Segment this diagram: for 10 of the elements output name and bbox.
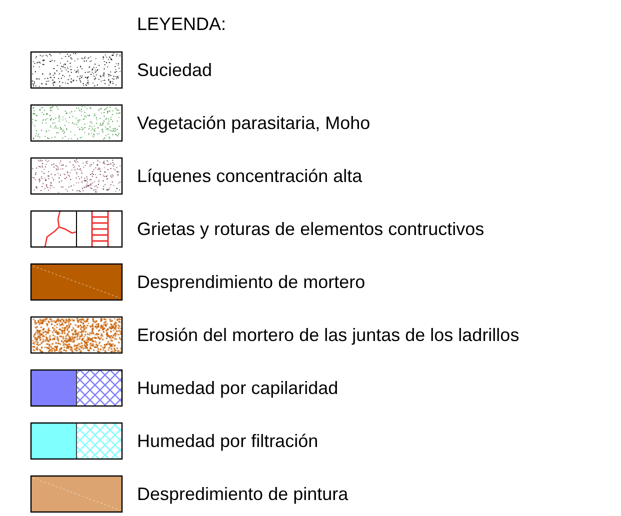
legend-label: Líquenes concentración alta (137, 165, 362, 187)
legend-label: Humedad por capilaridad (137, 377, 338, 399)
legend-label: Vegetación parasitaria, Moho (137, 112, 370, 134)
legend-label: Erosión del mortero de las juntas de los ladrillos (137, 324, 520, 346)
legend-label: Desprendimiento de mortero (137, 271, 366, 293)
legend-label: Grietas y roturas de elementos contructivos (137, 218, 484, 240)
legend-title: LEYENDA: (137, 13, 226, 35)
legend-label: Suciedad (137, 59, 212, 81)
legend-label: Humedad por filtración (137, 430, 318, 452)
legend-label: Despredimiento de pintura (137, 483, 348, 505)
